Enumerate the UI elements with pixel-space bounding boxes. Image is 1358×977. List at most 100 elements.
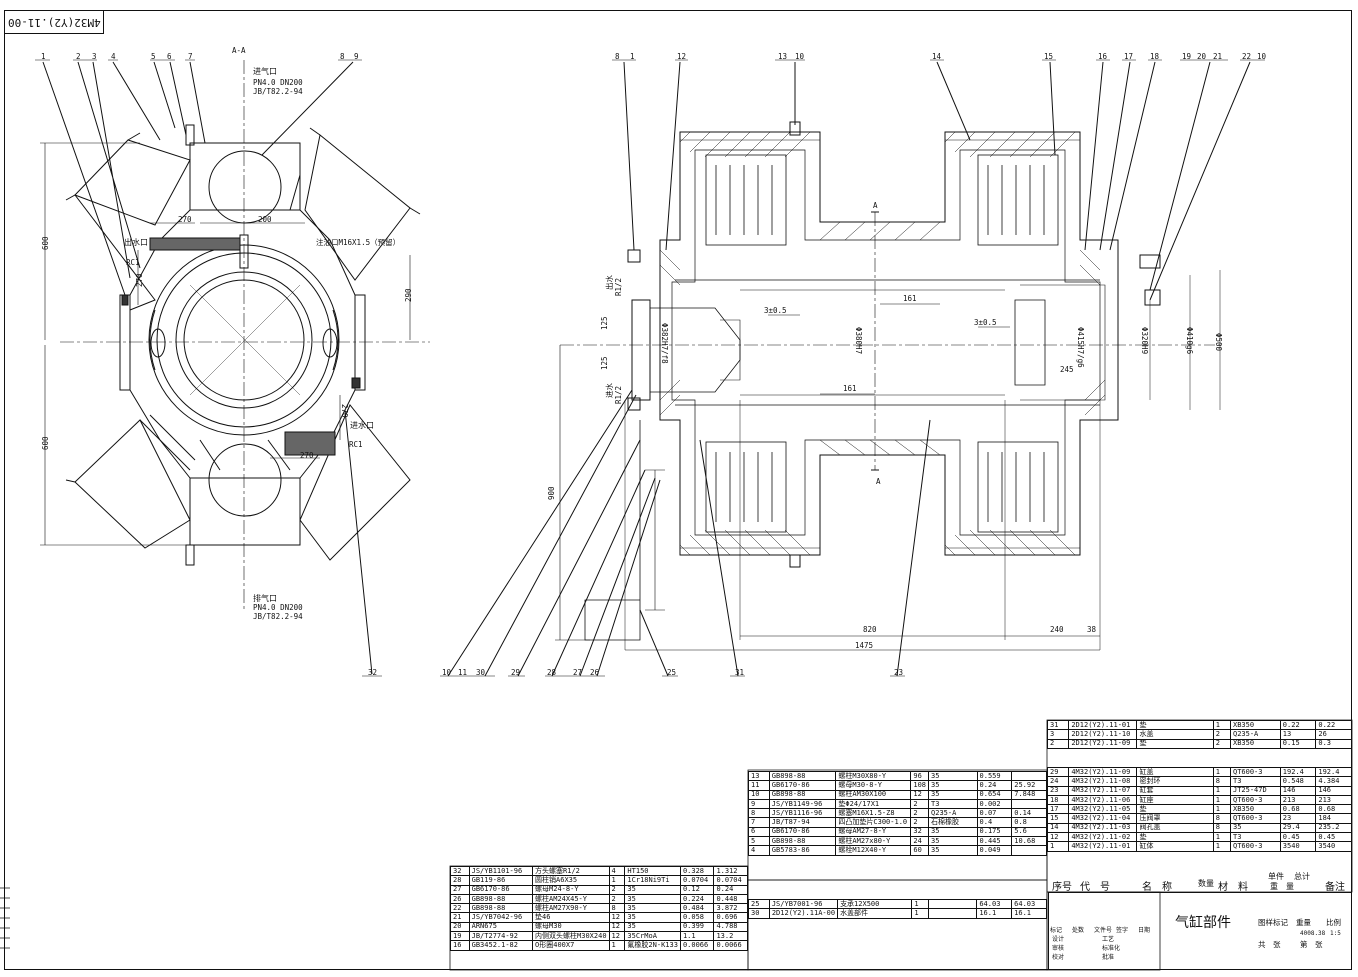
dim-820: 820 xyxy=(863,625,877,634)
bom-cell: 3.872 xyxy=(713,903,748,914)
title-block-role-label: 审核 xyxy=(1052,945,1065,952)
sheet-border xyxy=(4,10,1352,970)
title-block-role-label: 校对 xyxy=(1052,954,1065,961)
bom-cell: 垫 xyxy=(1136,804,1214,815)
bom-cell: 0.0066 xyxy=(679,940,715,951)
bom-cell: 0.45 xyxy=(1279,832,1317,843)
bom-cell: 3540 xyxy=(1315,841,1352,852)
water-out-right: 出水 xyxy=(605,275,614,290)
bom-header-total: 总计 xyxy=(1294,872,1310,881)
bom-cell: 32 xyxy=(910,826,930,838)
section-label: A-A xyxy=(232,46,246,55)
bom-cell: GB898-88 xyxy=(468,893,534,905)
callout-top-1: 1 xyxy=(630,52,635,61)
bom-cell: 垫 xyxy=(1136,719,1214,731)
water-out-label: 出水口 xyxy=(124,238,148,247)
bom-cell: 3540 xyxy=(1279,841,1317,852)
dia-500: Φ500 xyxy=(1214,333,1223,352)
dia-410: Φ410g6 xyxy=(1185,327,1194,355)
bom-cell: 96 xyxy=(910,770,930,782)
bom-cell: 支承12X500 xyxy=(837,898,913,910)
dia-415: Φ415H7/g6 xyxy=(1076,327,1085,368)
bom-header-name: 名 称 xyxy=(1142,882,1172,893)
bom-cell: 1 xyxy=(608,875,626,886)
callout-1: 1 xyxy=(41,52,46,61)
dim-1475: 1475 xyxy=(855,641,874,650)
bom-cell xyxy=(928,898,978,910)
bom-cell: 1 xyxy=(1212,832,1231,843)
bom-cell: QT600-3 xyxy=(1229,841,1281,852)
bom-cell: 4 xyxy=(608,865,626,877)
callout-bottom-27: 27 xyxy=(573,668,583,677)
title-block-row-label: 处数 xyxy=(1072,927,1085,934)
inlet-std: JB/T82.2-94 xyxy=(253,87,303,96)
bom-cell: 1 xyxy=(1212,804,1231,815)
bom-cell: 5 xyxy=(748,836,770,847)
dim-270-c: 270 xyxy=(135,273,144,287)
title-block-row-label: 文件号 xyxy=(1094,927,1113,934)
bom-cell: 1 xyxy=(1212,794,1231,806)
callout-bottom-26: 26 xyxy=(590,668,600,677)
bom-cell: 0.15 xyxy=(1279,738,1317,749)
bom-cell: 31 xyxy=(1046,719,1070,731)
title-block-row-label: 签字 xyxy=(1116,927,1129,934)
left-section-view xyxy=(35,59,430,677)
bom-cell: 螺母M30-8-Y xyxy=(835,780,912,791)
bom-cell: 0.696 xyxy=(713,912,748,923)
callout-top-15: 15 xyxy=(1044,52,1054,61)
water-in-right: 进水 xyxy=(605,383,614,398)
drawing-title: 气缸部件 xyxy=(1175,915,1231,931)
scale-label: 比例 xyxy=(1326,918,1341,927)
bom-header-code: 代 号 xyxy=(1080,882,1110,893)
bom-cell: 6 xyxy=(748,826,770,838)
bom-cell: 螺母M24-8-Y xyxy=(532,884,610,895)
bom-cell: 12 xyxy=(608,931,626,942)
callout-bottom-31: 31 xyxy=(735,668,745,677)
bom-cell: 16.1 xyxy=(1011,908,1047,919)
bom-cell: QT600-3 xyxy=(1229,813,1281,824)
title-block-role-label: 标准化 xyxy=(1102,945,1121,952)
bom-cell: 10.68 xyxy=(1011,836,1047,847)
bom-cell: 7 xyxy=(748,817,770,828)
callout-bottom-11: 11 xyxy=(458,668,468,677)
bom-cell: 1 xyxy=(1212,785,1231,796)
bom-cell: 12 xyxy=(608,921,626,933)
bom-cell: 2 xyxy=(1046,738,1070,749)
bom-cell: 23 xyxy=(1046,785,1070,796)
bom-cell: 2 xyxy=(608,893,626,905)
bom-cell: 4M32(Y2).11-06 xyxy=(1068,794,1138,806)
bom-cell: 4M32(Y2).11-01 xyxy=(1068,841,1138,852)
bom-cell: 0.654 xyxy=(976,789,1013,800)
bom-cell: 0.484 xyxy=(679,903,715,914)
bom-cell: 4M32(Y2).11-03 xyxy=(1068,822,1138,834)
bom-cell: 192.4 xyxy=(1279,766,1317,778)
tol-a: 3±0.5 xyxy=(764,306,787,315)
bom-cell: 0.24 xyxy=(976,780,1013,791)
bom-cell: ARN675 xyxy=(468,921,534,933)
bom-cell: 28 xyxy=(450,875,470,886)
bom-cell: GB898-88 xyxy=(768,789,837,800)
bom-cell: 4M32(Y2).11-05 xyxy=(1068,804,1138,815)
dia-382: Φ382H7/f8 xyxy=(660,323,669,364)
bom-cell: 35 xyxy=(928,770,978,782)
callout-6: 6 xyxy=(167,52,172,61)
bom-cell: 7.848 xyxy=(1011,789,1047,800)
title-block-row-label: 日期 xyxy=(1138,927,1151,934)
callout-9: 9 xyxy=(354,52,359,61)
rc1-label-b: RC1 xyxy=(349,440,363,449)
bom-cell: 方头螺塞R1/2 xyxy=(532,865,610,877)
bom-cell: 螺母AM27-8-Y xyxy=(835,826,912,838)
bom-header-unit: 单件 xyxy=(1268,872,1284,881)
bom-cell: 20 xyxy=(450,921,470,933)
bom-cell: 4.788 xyxy=(713,921,748,933)
